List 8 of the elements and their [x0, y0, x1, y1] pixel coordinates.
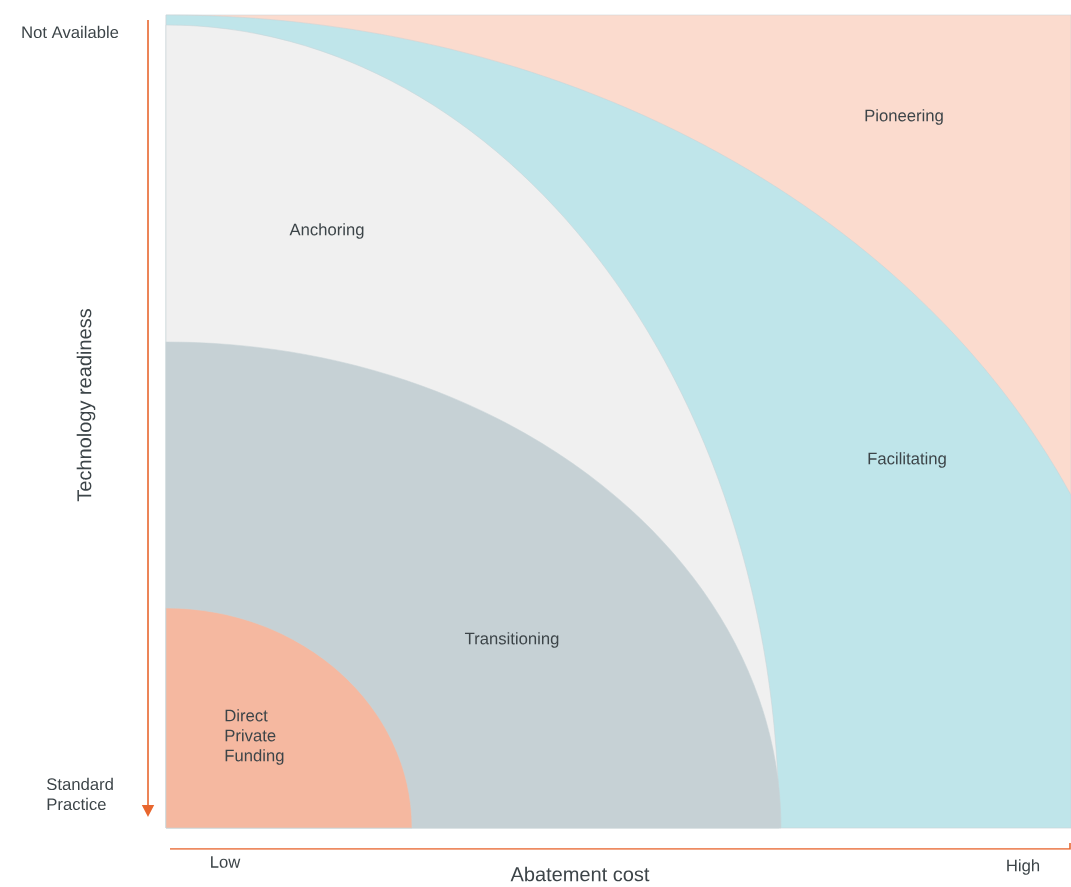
axis-title: Technology readiness [76, 309, 96, 502]
region: Facilitating [868, 452, 946, 468]
axis-end-label: Standard Practice [47, 777, 113, 811]
axis-title: Abatement cost [510, 866, 650, 882]
axis-end-label: High [1007, 859, 1040, 875]
axis-end-label: Low [211, 856, 241, 868]
region: Direct Private Funding [165, 607, 413, 829]
axis-end-label: Not Available [22, 25, 119, 39]
